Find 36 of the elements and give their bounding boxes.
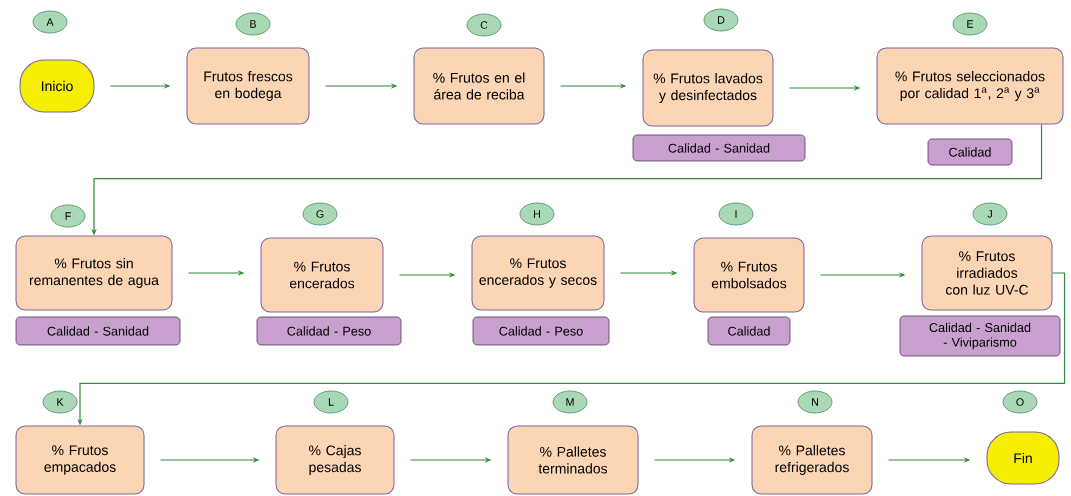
step-letter-oval: K: [42, 390, 78, 414]
quality-tag: Calidad - Sanidad - Viviparismo: [899, 315, 1061, 357]
step-letter-oval: H: [519, 202, 555, 226]
process-box: % Palletes terminados: [507, 425, 639, 495]
step-letter-oval: O: [1002, 390, 1038, 414]
step-letter-oval: B: [235, 12, 271, 36]
step-letter-oval: L: [313, 390, 349, 414]
process-box: % Frutos encerados y secos: [471, 235, 605, 311]
quality-tag: Calidad - Peso: [472, 316, 610, 346]
quality-tag: Calidad: [707, 316, 791, 346]
step-letter-oval: C: [466, 13, 502, 37]
step-letter-oval: A: [32, 10, 68, 34]
step-letter-oval: N: [797, 390, 833, 414]
step-letter-oval: F: [50, 204, 86, 228]
process-box: % Frutos embolsados: [693, 237, 805, 313]
process-box: Frutos frescos en bodega: [186, 47, 310, 125]
terminal-oval: Fin: [986, 431, 1060, 485]
process-box: % Frutos sin remanentes de agua: [15, 235, 173, 311]
step-letter-oval: D: [703, 8, 739, 32]
step-letter-oval: E: [952, 12, 988, 36]
quality-tag: Calidad - Sanidad: [15, 316, 181, 346]
process-box: % Frutos en el área de reciba: [413, 47, 545, 125]
process-box: % Frutos encerados: [260, 237, 384, 313]
process-box: % Frutos irradiados con luz UV-C: [921, 235, 1053, 311]
quality-tag: Calidad - Peso: [256, 316, 402, 346]
quality-tag: Calidad: [927, 138, 1013, 166]
quality-tag: Calidad - Sanidad: [632, 134, 806, 162]
process-box: % Frutos empacados: [15, 425, 145, 495]
process-box: % Palletes refrigerados: [751, 425, 873, 495]
step-letter-oval: G: [302, 202, 338, 226]
process-box: % Cajas pesadas: [275, 425, 395, 495]
step-letter-oval: M: [552, 390, 588, 414]
process-box: % Frutos seleccionados por calidad 1$^{a}$, 2$^{a}$ y 3$^{a}$: [876, 47, 1064, 125]
step-letter-oval: J: [972, 202, 1008, 226]
process-box: % Frutos lavados y desinfectados: [642, 49, 774, 127]
step-letter-oval: I: [718, 202, 754, 226]
